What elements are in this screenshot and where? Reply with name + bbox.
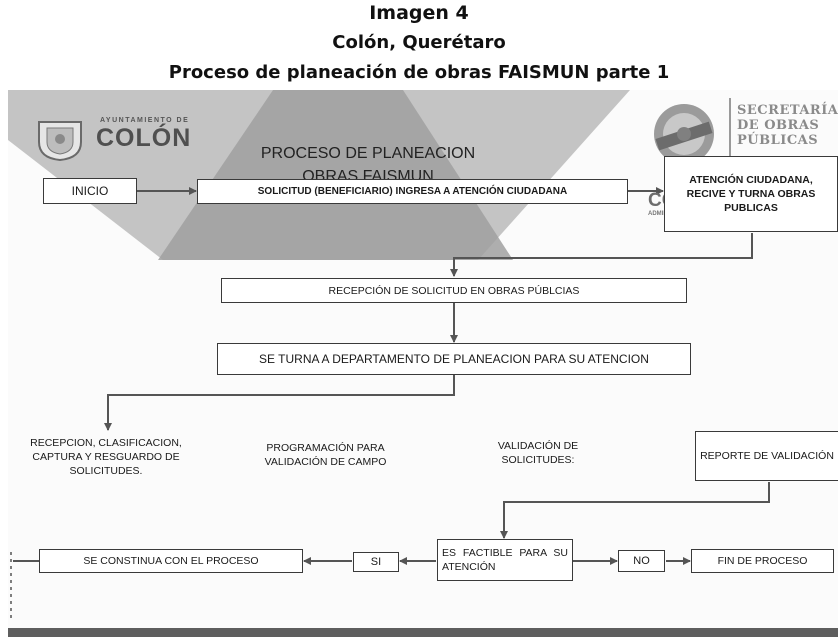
bottom-band: [8, 628, 838, 637]
step-clasificacion: RECEPCION, CLASIFICACION, CAPTURA Y RESG…: [30, 437, 182, 477]
option-si: SI: [353, 552, 399, 572]
colon-logo-text: COLÓN: [96, 124, 192, 152]
secretaria-line2: DE OBRAS: [737, 118, 820, 133]
process-title-line1: PROCESO DE PLANEACION: [260, 145, 476, 162]
option-no: NO: [618, 550, 665, 572]
step-continua-proceso: SE CONSTINUA CON EL PROCESO: [39, 549, 303, 573]
flowchart-background: [8, 90, 838, 637]
banner-dark-band: [158, 90, 513, 260]
caption-subtitle: Proceso de planeación de obras FAISMUN p…: [168, 62, 670, 83]
secretaria-label: SECRETARÍA DE OBRAS PÚBLICAS: [737, 103, 838, 148]
caption-location: Colón, Querétaro: [332, 32, 506, 53]
arrow-atencion-recepcion: [450, 233, 753, 277]
step-inicio: INICIO: [43, 178, 137, 204]
step-turna-planeacion: SE TURNA A DEPARTAMENTO DE PLANEACION PA…: [217, 343, 691, 375]
logo-divider: [729, 98, 731, 182]
step-fin-proceso: FIN DE PROCESO: [691, 549, 834, 573]
caption-title: Imagen 4: [369, 2, 469, 24]
secretaria-line3: PÚBLICAS: [737, 133, 819, 148]
ayuntamiento-label: AYUNTAMIENTO DE: [100, 117, 190, 124]
step-reporte-validacion: REPORTE DE VALIDACIÓN: [695, 431, 838, 481]
colon-coat-of-arms-icon: [38, 121, 82, 162]
step-recepcion: RECEPCIÓN DE SOLICITUD EN OBRAS PÚBLCIAS: [221, 278, 687, 303]
flowchart-figure: AYUNTAMIENTO DE COLÓN PROCESO DE PLANEAC…: [8, 90, 838, 637]
arrow-reporte-factible: [500, 482, 770, 539]
step-atencion-ciudadana: ATENCIÓN CIUDADANA, RECIVE Y TURNA OBRAS…: [664, 156, 838, 232]
step-solicitud: SOLICITUD (BENEFICIARIO) INGRESA A ATENC…: [197, 179, 628, 204]
secretaria-obras-emblem-icon: [654, 104, 714, 164]
step-programacion: PROGRAMACIÓN PARA VALIDACIÓN DE CAMPO: [264, 442, 387, 468]
decision-factible: ES FACTIBLE PARA SU ATENCIÓN: [437, 539, 573, 581]
arrow-turna-clasificacion: [104, 375, 455, 431]
secretaria-line1: SECRETARÍA: [737, 103, 838, 118]
step-validacion: VALIDACIÓN DE SOLICITUDES:: [497, 440, 579, 466]
